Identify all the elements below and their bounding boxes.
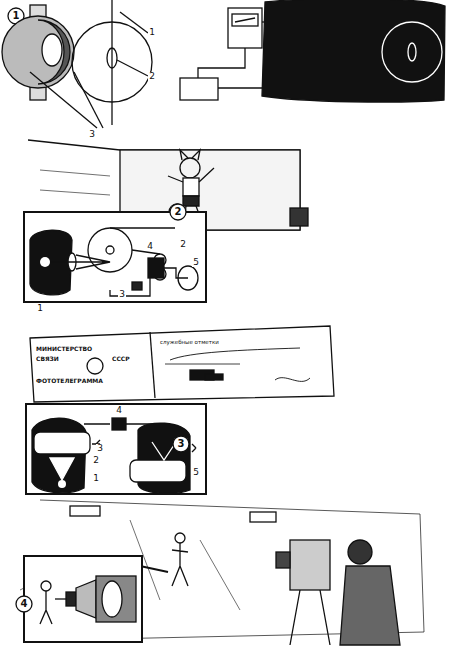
number-circle	[173, 436, 189, 452]
photocell-section	[30, 0, 152, 128]
photocell-bulb	[2, 5, 74, 100]
callout-number: 3	[118, 290, 126, 299]
form-text: СВЯЗИ	[36, 356, 59, 362]
callout-number: 1	[92, 474, 100, 483]
callout-number: 1	[148, 28, 156, 37]
panel-number: 4	[21, 599, 28, 609]
camera-tube-inset	[24, 556, 142, 642]
panel-number: 2	[175, 207, 182, 217]
panel-number: 1	[13, 11, 20, 21]
callout-number: 2	[148, 72, 156, 81]
callout-number: 3	[96, 444, 104, 453]
callout-number: 1	[36, 304, 44, 313]
form-text: МИНИСТЕРСТВО	[36, 346, 92, 352]
form-text: служебные отметки	[160, 340, 219, 346]
callout-number: 2	[92, 456, 100, 465]
callout-number: 2	[179, 240, 187, 249]
number-circle	[16, 596, 32, 612]
meter-circuit	[180, 0, 445, 102]
phototelegram-form	[30, 326, 334, 402]
camera-scene	[20, 500, 424, 645]
phototelegraph-inset	[26, 404, 206, 494]
form-text: СССР	[112, 356, 130, 362]
callout-number: 3	[88, 130, 96, 139]
form-text: ФОТОТЕЛЕГРАММА	[36, 378, 103, 384]
callout-number: 4	[115, 406, 123, 415]
callout-number: 4	[146, 242, 154, 251]
panel-number: 3	[178, 439, 185, 449]
callout-number: 5	[192, 258, 200, 267]
number-circle	[170, 204, 186, 220]
sound-film-inset	[24, 212, 206, 302]
callout-number: 5	[192, 468, 200, 477]
